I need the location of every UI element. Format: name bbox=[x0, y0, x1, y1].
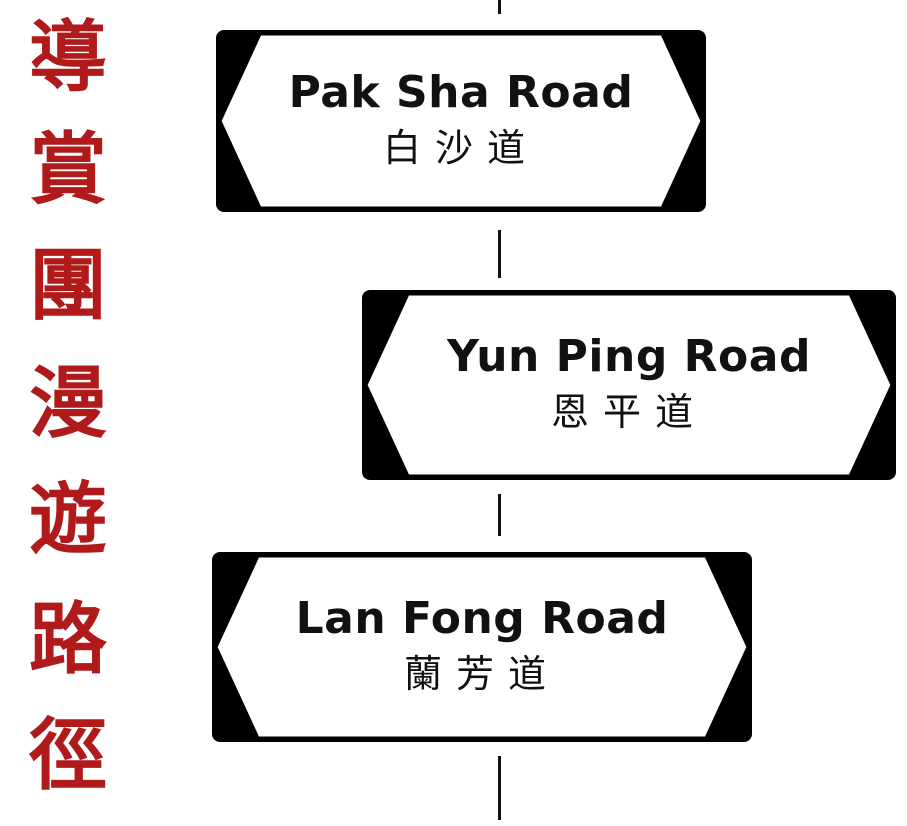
arrow-shape-icon bbox=[366, 294, 892, 476]
sign-face: Yun Ping Road 恩平道 bbox=[366, 294, 892, 476]
title-char: 路 bbox=[28, 594, 107, 685]
title-char: 遊 bbox=[28, 474, 107, 565]
street-sign-pak-sha-road: Pak Sha Road 白沙道 bbox=[216, 30, 706, 212]
title-char: 漫 bbox=[28, 358, 107, 449]
sign-text: Lan Fong Road 蘭芳道 bbox=[216, 556, 748, 738]
sign-english-name: Pak Sha Road bbox=[288, 67, 634, 119]
sign-text: Pak Sha Road 白沙道 bbox=[220, 34, 702, 208]
sign-text: Yun Ping Road 恩平道 bbox=[366, 294, 892, 476]
sign-face: Lan Fong Road 蘭芳道 bbox=[216, 556, 748, 738]
route-line-segment bbox=[498, 494, 501, 536]
arrow-shape-icon bbox=[216, 556, 748, 738]
arrow-shape-icon bbox=[220, 34, 702, 208]
sign-chinese-name: 恩平道 bbox=[550, 389, 707, 434]
sign-english-name: Yun Ping Road bbox=[447, 331, 811, 383]
sign-chinese-name: 蘭芳道 bbox=[403, 651, 560, 696]
sign-face: Pak Sha Road 白沙道 bbox=[220, 34, 702, 208]
route-line-segment bbox=[498, 0, 501, 14]
title-char: 導 bbox=[28, 12, 107, 103]
sign-chinese-name: 白沙道 bbox=[382, 125, 539, 170]
route-line-segment bbox=[498, 756, 501, 820]
title-char: 賞 bbox=[28, 124, 107, 215]
street-sign-lan-fong-road: Lan Fong Road 蘭芳道 bbox=[212, 552, 752, 742]
street-sign-yun-ping-road: Yun Ping Road 恩平道 bbox=[362, 290, 896, 480]
vertical-title: 導 賞 團 漫 遊 路 徑 bbox=[18, 0, 118, 826]
route-line-segment bbox=[498, 230, 501, 278]
sign-english-name: Lan Fong Road bbox=[295, 593, 669, 645]
title-char: 團 bbox=[28, 240, 107, 331]
title-char: 徑 bbox=[28, 710, 107, 801]
